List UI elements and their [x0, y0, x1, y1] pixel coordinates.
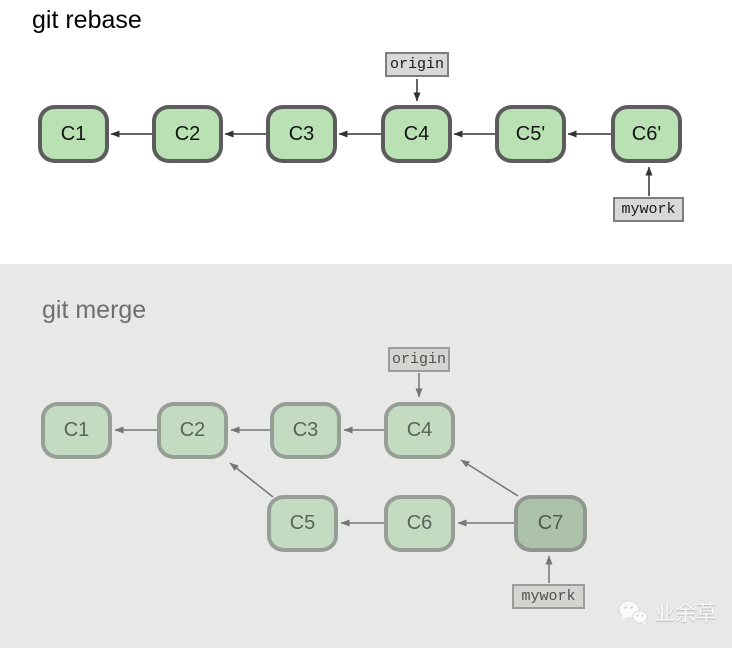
rebase-diagram: git rebase origin C1 C2 C3 C4 C5' C6' my…	[0, 0, 732, 264]
mywork-ref-text: mywork	[621, 201, 676, 218]
mywork-ref-text: mywork	[521, 588, 576, 605]
origin-ref-label: origin	[388, 347, 450, 372]
commit-node-c3: C3	[266, 105, 337, 163]
commit-label: C2	[179, 419, 206, 441]
commit-label: C4	[403, 122, 430, 145]
commit-node-c4: C4	[384, 402, 455, 459]
watermark: 业余草	[618, 597, 717, 627]
commit-node-c2: C2	[152, 105, 223, 163]
wechat-icon	[618, 600, 648, 625]
commit-label: C5'	[515, 122, 546, 145]
commit-node-c6: C6	[384, 495, 455, 552]
commit-node-c7-merge: C7	[514, 495, 587, 552]
origin-ref-text: origin	[389, 56, 444, 73]
commit-node-c2: C2	[157, 402, 228, 459]
commit-label: C5	[289, 512, 316, 534]
commit-node-c5-prime: C5'	[495, 105, 566, 163]
commit-node-c3: C3	[270, 402, 341, 459]
commit-label: C7	[537, 512, 564, 534]
origin-ref-label: origin	[385, 52, 449, 77]
commit-node-c1: C1	[41, 402, 112, 459]
commit-label: C3	[292, 419, 319, 441]
mywork-ref-label: mywork	[512, 584, 585, 609]
commit-label: C3	[288, 122, 315, 145]
commit-node-c6-prime: C6'	[611, 105, 682, 163]
mywork-ref-label: mywork	[613, 197, 684, 222]
commit-node-c5: C5	[267, 495, 338, 552]
merge-title: git merge	[42, 296, 147, 324]
commit-node-c4: C4	[381, 105, 452, 163]
commit-label: C6'	[631, 122, 662, 145]
origin-ref-text: origin	[391, 351, 446, 368]
merge-diagram: git merge origin C1 C2 C3 C4 C5 C6 C7 my…	[0, 264, 732, 648]
commit-node-c1: C1	[38, 105, 109, 163]
commit-label: C1	[60, 122, 87, 145]
arrow-c5-to-c2	[229, 462, 274, 498]
commit-label: C6	[406, 512, 433, 534]
watermark-text: 业余草	[654, 601, 717, 625]
rebase-title: git rebase	[32, 6, 142, 34]
commit-label: C4	[406, 419, 433, 441]
commit-label: C2	[174, 122, 201, 145]
commit-label: C1	[63, 419, 90, 441]
arrow-c7-to-c4	[460, 459, 519, 497]
